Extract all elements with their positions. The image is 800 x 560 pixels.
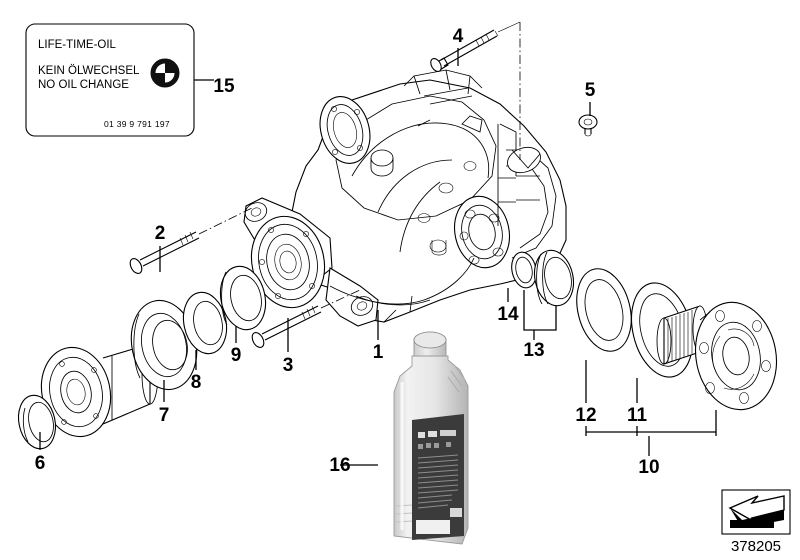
final-drive-housing <box>243 69 567 327</box>
gear-oil-bottle <box>393 331 469 545</box>
callout-12: 12 <box>575 405 596 426</box>
vent-plug <box>578 114 598 137</box>
diagram-number: 378205 <box>731 538 781 555</box>
callout-5: 5 <box>585 80 596 101</box>
assembly-axis-4-lead <box>497 21 521 33</box>
callout-1: 1 <box>373 342 384 363</box>
callout-4: 4 <box>453 26 464 47</box>
callout-7: 7 <box>159 405 170 426</box>
view-direction-arrow-icon <box>721 489 791 535</box>
shaft-seal-left-outer <box>17 394 57 450</box>
sticker-part-number: 01 39 9 791 197 <box>104 119 170 129</box>
o-ring-left <box>182 291 228 355</box>
callout-10: 10 <box>638 457 659 478</box>
o-ring-right <box>576 268 632 352</box>
callout-11: 11 <box>627 405 648 426</box>
callout-6: 6 <box>35 453 46 474</box>
callout-15: 15 <box>213 76 235 97</box>
callout-14: 14 <box>497 304 519 325</box>
life-time-oil-sticker: LIFE-TIME-OIL KEIN ÖLWECHSEL NO OIL CHAN… <box>25 23 214 137</box>
sticker-line3: NO OIL CHANGE <box>38 79 129 91</box>
callout-3: 3 <box>283 355 294 376</box>
top-bolt <box>430 29 499 73</box>
right-output-bore <box>453 195 511 269</box>
leader-lines <box>39 48 717 466</box>
long-bolt-upper <box>129 231 200 274</box>
callout-8: 8 <box>191 372 202 393</box>
bmw-roundel-logo <box>150 58 180 88</box>
sticker-line2: KEIN ÖLWECHSEL <box>38 65 140 77</box>
callout-16: 16 <box>329 455 350 476</box>
callout-9: 9 <box>231 345 242 366</box>
callout-13: 13 <box>523 340 544 361</box>
assembly-axis-3 <box>320 289 361 309</box>
callout-numbers: 1 2 3 4 5 6 7 8 9 10 11 12 13 14 15 16 <box>35 26 660 478</box>
output-flange-assembly <box>656 301 778 411</box>
shaft-seal-left-inner <box>219 265 267 331</box>
seal-kit-right <box>533 249 575 307</box>
assembly-axis-2 <box>198 207 253 235</box>
sticker-line1: LIFE-TIME-OIL <box>38 39 117 51</box>
callout-2: 2 <box>155 223 166 244</box>
left-output-bore <box>250 215 326 309</box>
long-bolt-lower <box>251 305 322 348</box>
left-output-flange <box>40 343 159 438</box>
